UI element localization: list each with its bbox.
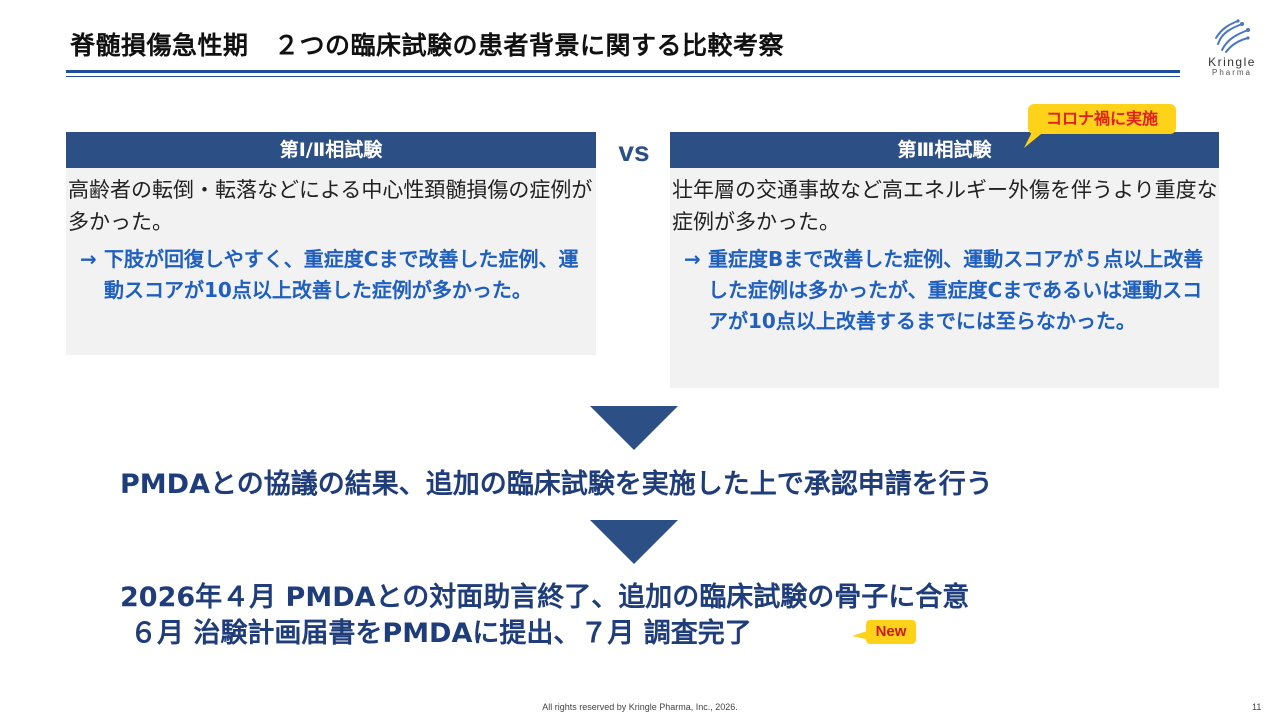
new-badge: New bbox=[866, 620, 916, 644]
right-arrow-icon: → bbox=[684, 247, 701, 271]
copyright-footer: All rights reserved by Kringle Pharma, I… bbox=[542, 702, 738, 712]
covid-callout: コロナ禍に実施 bbox=[1028, 104, 1176, 134]
phase-1-2-panel: 第Ⅰ/Ⅱ相試験 高齢者の転倒・転落などによる中心性頚髄損傷の症例が多かった。 →… bbox=[66, 132, 596, 355]
phase-1-2-conclusion-text: 下肢が回復しやすく、重症度Cまで改善した症例、運動スコアが10点以上改善した症例… bbox=[104, 247, 579, 302]
phase-3-conclusion-text: 重症度Bまで改善した症例、運動スコアが５点以上改善した症例は多かったが、重症度C… bbox=[708, 247, 1204, 333]
phase-3-panel: 第Ⅲ相試験 壮年層の交通事故など高エネルギー外傷を伴うより重度な症例が多かった。… bbox=[670, 132, 1219, 388]
phase-1-2-conclusion: → 下肢が回復しやすく、重症度Cまで改善した症例、運動スコアが10点以上改善した… bbox=[68, 244, 596, 306]
slide-title: 脊髄損傷急性期 ２つの臨床試験の患者背景に関する比較考察 bbox=[70, 31, 785, 60]
phase-3-conclusion: → 重症度Bまで改善した症例、運動スコアが５点以上改善した症例は多かったが、重症… bbox=[672, 244, 1219, 337]
title-underline-thick bbox=[66, 70, 1180, 73]
phase-3-header: 第Ⅲ相試験 bbox=[670, 132, 1219, 168]
phase-1-2-description: 高齢者の転倒・転落などによる中心性頚髄損傷の症例が多かった。 bbox=[68, 178, 593, 234]
phase-3-description: 壮年層の交通事故など高エネルギー外傷を伴うより重度な症例が多かった。 bbox=[672, 178, 1218, 234]
phase-1-2-header: 第Ⅰ/Ⅱ相試験 bbox=[66, 132, 596, 168]
logo-sub: Pharma bbox=[1211, 68, 1252, 77]
page-number: 11 bbox=[1252, 702, 1262, 712]
company-logo: Kringle Pharma bbox=[1196, 18, 1268, 88]
logo-mark-icon bbox=[1215, 19, 1250, 53]
new-badge-tail-icon bbox=[852, 630, 870, 640]
title-underline-thin bbox=[66, 76, 1180, 77]
logo-name: Kringle bbox=[1208, 55, 1256, 69]
schedule-line-1: 2026年４月 PMDAとの対面助言終了、追加の臨床試験の骨子に合意 bbox=[120, 582, 970, 613]
down-arrow-icon bbox=[590, 520, 678, 564]
schedule-line-2: ６月 治験計画届書をPMDAに提出、７月 調査完了 bbox=[130, 618, 752, 649]
down-arrow-icon bbox=[590, 406, 678, 450]
pmda-consultation-result: PMDAとの協議の結果、追加の臨床試験を実施した上で承認申請を行う bbox=[120, 469, 993, 500]
vs-label: vs bbox=[618, 136, 650, 167]
schedule-text: 2026年４月 PMDAとの対面助言終了、追加の臨床試験の骨子に合意 ６月 治験… bbox=[120, 580, 1160, 652]
right-arrow-icon: → bbox=[80, 247, 97, 271]
